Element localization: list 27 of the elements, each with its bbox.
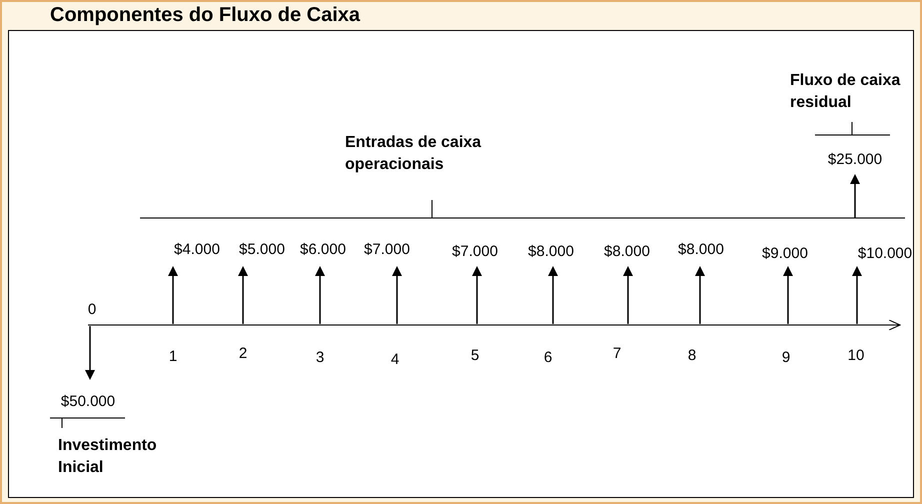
heading: Investimento Inicial — [58, 436, 158, 478]
amount: $4.000 — [174, 240, 220, 260]
period-number: 9 — [782, 348, 790, 368]
amount: $6.000 — [300, 240, 346, 260]
heading: Fluxo de caixa residual — [790, 71, 902, 113]
period-number: 2 — [238, 344, 248, 364]
amount: $8.000 — [678, 240, 724, 260]
period-number: 1 — [168, 347, 178, 367]
amount: $9.000 — [762, 244, 808, 264]
period-number: 4 — [390, 350, 400, 370]
amount: $8.000 — [528, 242, 574, 262]
amount: $5.000 — [239, 240, 285, 260]
amount: $50.000 — [60, 392, 116, 412]
period-number: 3 — [316, 348, 324, 368]
title: Componentes do Fluxo de Caixa — [50, 4, 360, 27]
period-number: 7 — [612, 344, 622, 364]
period-number: 8 — [688, 346, 696, 366]
amount: $25.000 — [828, 150, 882, 170]
period-number: 6 — [544, 348, 552, 368]
amount: $7.000 — [364, 240, 410, 260]
period-number: 10 — [848, 346, 864, 366]
heading: Entradas de caixa operacionais — [345, 133, 482, 175]
period-number: 5 — [470, 346, 480, 366]
amount: $8.000 — [604, 242, 650, 262]
period-number: 0 — [88, 300, 96, 320]
amount: $10.000 — [858, 244, 912, 264]
amount: $7.000 — [452, 242, 498, 262]
